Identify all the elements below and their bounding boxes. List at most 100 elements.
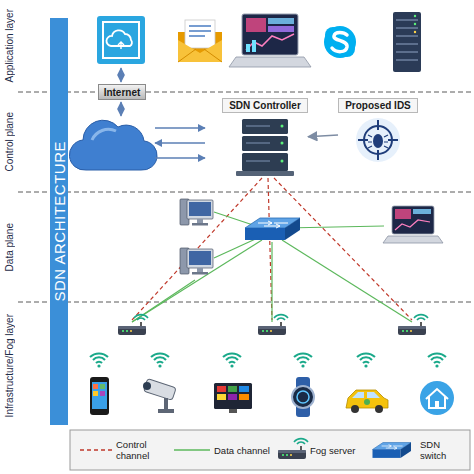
sdn-controller-icon-part (281, 160, 284, 163)
cctv-camera-icon-part (158, 409, 174, 413)
layer-label: Control plane (4, 112, 15, 171)
smart-tv-icon-part (217, 386, 226, 392)
smartwatch-icon (292, 377, 314, 417)
cctv-camera-icon-part (143, 382, 151, 390)
smart-home-icon (420, 381, 454, 415)
car-icon (346, 390, 388, 413)
node-label: Proposed IDS (338, 98, 418, 113)
server-rack-icon-part (396, 20, 418, 21)
smart-tv-icon-part (214, 383, 252, 409)
laptop-icon (229, 14, 311, 67)
server-rack-icon-part (393, 12, 421, 72)
laptop-icon-part (395, 209, 411, 219)
legend-text: Data channel (214, 445, 284, 456)
laptop-icon-part (246, 44, 250, 52)
laptop-icon-part (392, 206, 434, 234)
server-rack-icon-part (396, 36, 418, 37)
smart-tv-icon-part (229, 409, 237, 413)
legend-text: Control channel (116, 439, 164, 461)
illustration-part (245, 218, 300, 240)
email-icon (178, 20, 222, 62)
internet-box: Internet (98, 84, 146, 100)
sdn-controller-icon-part (242, 136, 288, 151)
sdn-switch-sample (373, 443, 412, 458)
ids-icon (356, 118, 400, 162)
email-icon-part (185, 20, 215, 48)
server-rack-icon-part (396, 60, 418, 61)
control-channel-lines-part (274, 178, 412, 320)
smartwatch-icon-part (297, 391, 309, 403)
laptop-icon-part (413, 209, 431, 214)
cctv-camera-icon-part (164, 398, 168, 410)
layer-separators-part (18, 192, 472, 193)
illustration-part (428, 353, 446, 367)
server-rack-icon (393, 12, 421, 72)
smart-tv-icon-part (217, 394, 226, 400)
cloud-app-icon-part (97, 16, 145, 64)
layer-label-slot: Control plane (2, 92, 16, 192)
illustration-part (180, 199, 213, 226)
cctv-camera-icon (143, 379, 176, 413)
cloud-controller-arrows-part (155, 142, 205, 143)
sdn-controller-icon-part (281, 125, 284, 128)
car-icon-part (364, 399, 370, 405)
smartphone-icon-part (93, 384, 98, 389)
node-label: SDN Controller (222, 98, 308, 113)
ids-icon-part (388, 139, 398, 141)
data-channel-lines-part (282, 240, 412, 322)
layer-label-slot: Application layer (2, 0, 16, 92)
box-label: Internet (104, 87, 141, 98)
smart-tv-icon-part (228, 386, 237, 392)
server-rack-icon-part (414, 15, 416, 17)
layer-label-slot: Infrastructure/Fog layer (2, 302, 16, 430)
layer-separators-part (18, 92, 472, 93)
car-icon-part (375, 405, 383, 413)
smartphone-icon-part (100, 391, 105, 396)
laptop-icon-part (395, 220, 430, 230)
cloud-app-icon-part (118, 42, 124, 49)
laptop-icon-part (246, 18, 266, 32)
illustration-part (180, 248, 213, 275)
cctv-camera-icon-part (144, 379, 177, 401)
cloud-controller-arrows-part (155, 127, 205, 128)
smart-tv-icon (214, 383, 252, 413)
legend-box-part (174, 449, 210, 451)
sdn-controller-icon-part (242, 119, 288, 134)
email-icon-part (178, 40, 222, 62)
laptop-icon-part (242, 14, 298, 55)
server-rack-icon-part (396, 28, 418, 29)
legend-text: SDN switch (420, 439, 464, 461)
data-channel-lines-part (132, 240, 262, 322)
band-title: SDN ARCHITECTURE (51, 141, 68, 302)
control-channel-lines-part (132, 178, 262, 320)
internet-cloud (69, 120, 157, 170)
data-channel-lines (132, 212, 412, 322)
illustration-part (258, 315, 288, 335)
laptop-icon-part (268, 18, 294, 24)
sdn-controller-icon-part (246, 143, 270, 144)
cloud-app-icon (97, 16, 145, 64)
server-rack-icon-part (414, 31, 416, 33)
smartphone-icon-part (90, 377, 109, 415)
sdn-controller-icon-part (242, 153, 288, 171)
cloud-app-icon-part (103, 22, 139, 58)
sdn-controller-icon (236, 119, 294, 176)
legend-text: Fog server (310, 445, 370, 456)
skype-icon-part (324, 26, 356, 58)
illustration-part (90, 353, 108, 367)
ids-node: Proposed IDS (338, 98, 418, 168)
layer-separators-part (18, 302, 472, 303)
laptop-icon-part (252, 40, 256, 52)
server-rack-icon-part (414, 23, 416, 25)
smart-home-icon-part (426, 389, 448, 408)
internet-cloud-part (92, 129, 116, 140)
smartphone-icon (90, 377, 109, 415)
smart-home-icon-part (420, 381, 454, 415)
data-channel-lines-part (132, 280, 195, 322)
architecture-band: SDN ARCHITECTURE (50, 18, 68, 425)
ids-icon-part (356, 118, 400, 162)
legend-box (70, 430, 470, 470)
